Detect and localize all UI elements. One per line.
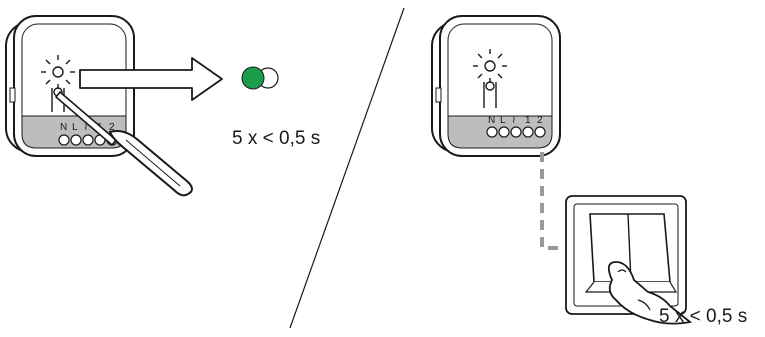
terminal-screw (498, 126, 510, 138)
terminal-screw (82, 134, 94, 146)
terminal-screw (522, 126, 534, 138)
terminal-label: 1 (525, 115, 531, 126)
reset-button (483, 81, 497, 108)
terminal-label: 2 (109, 122, 115, 133)
terminal-label: ≀ (84, 122, 88, 133)
terminal-label: L (72, 122, 78, 133)
right-terminal-block: N L ≀ 1 2 (486, 115, 546, 138)
terminal-label: ≀ (512, 115, 516, 126)
left-timing-caption: 5 x < 0,5 s (232, 128, 321, 149)
terminal-screw (486, 126, 498, 138)
terminal-label: N (488, 115, 495, 126)
terminal-label: N (60, 122, 67, 133)
wireless-link-dashed-line (540, 152, 568, 250)
panel-divider-line (289, 7, 405, 329)
right-timing-caption: 5 x < 0,5 s (659, 306, 748, 327)
terminal-screw (510, 126, 522, 138)
terminal-screw (70, 134, 82, 146)
right-device-module (431, 15, 561, 157)
screwdriver-icon (54, 90, 193, 197)
arrow-right-icon (79, 57, 223, 101)
terminal-screw (58, 134, 70, 146)
pressing-hand-icon (607, 261, 693, 325)
led-indicator (241, 66, 279, 90)
terminal-label: L (500, 115, 506, 126)
led-indicator-active (241, 66, 265, 90)
terminal-screw (534, 126, 546, 138)
led-flash-icon (473, 49, 507, 83)
terminal-label: 2 (537, 115, 543, 126)
led-flash-icon (41, 55, 75, 89)
